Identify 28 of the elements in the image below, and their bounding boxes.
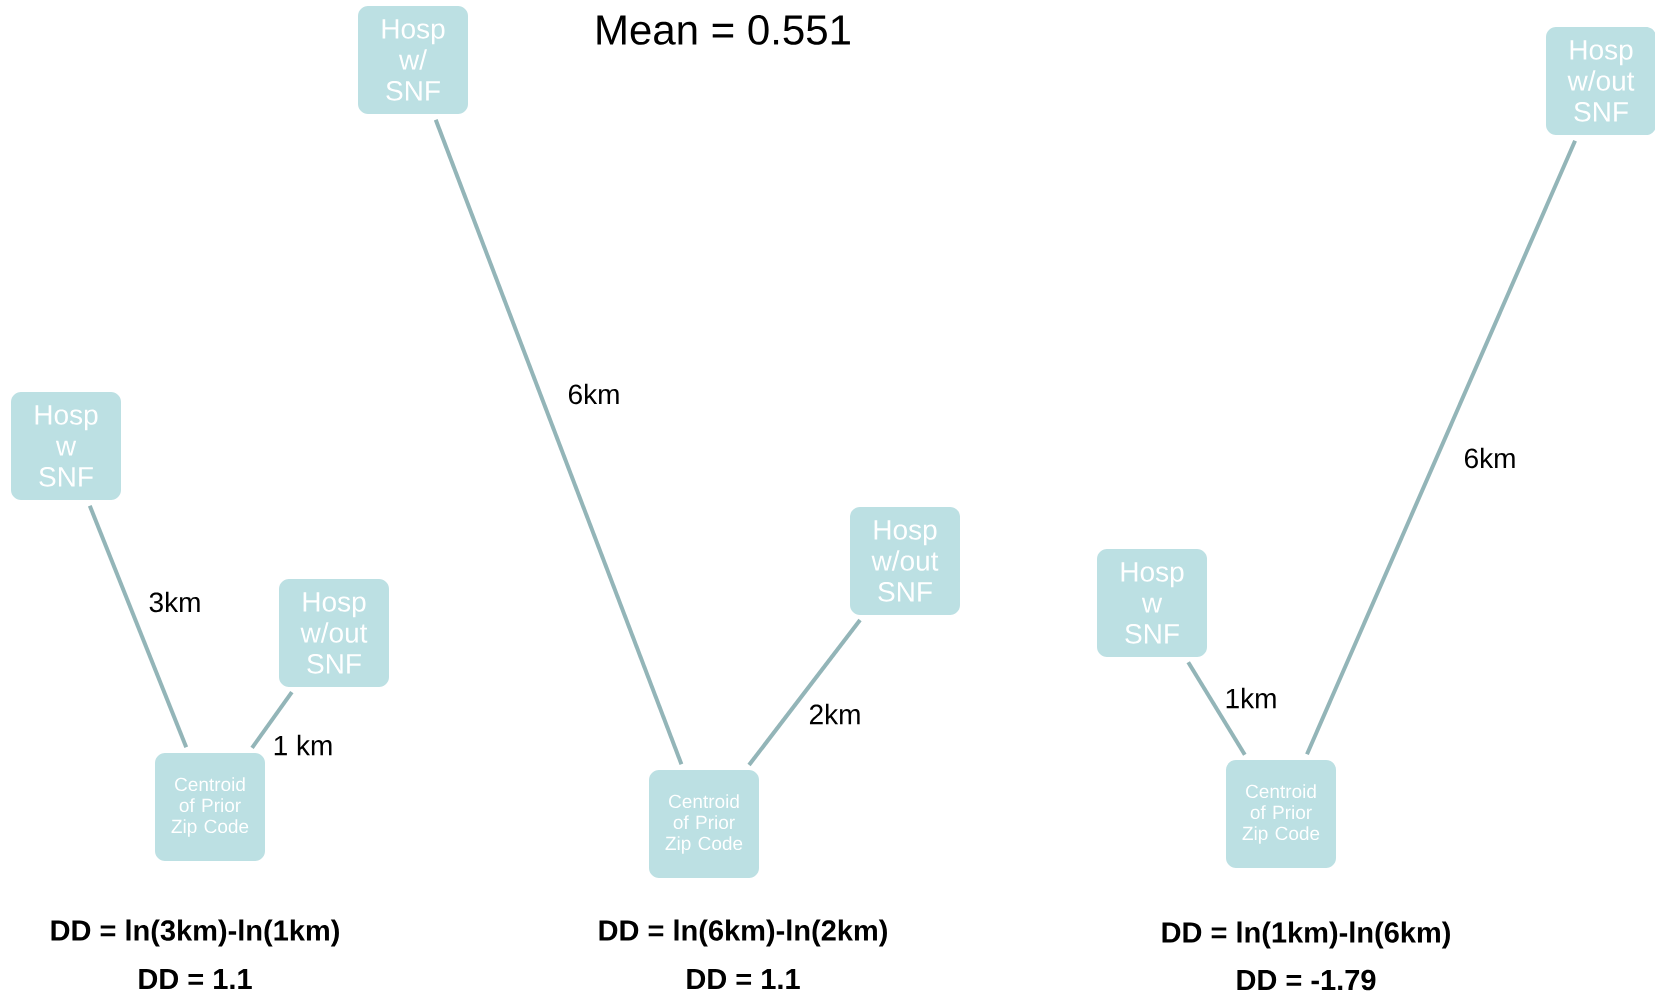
- distance-label: 3km: [147, 590, 203, 614]
- title: Mean = 0.551: [597, 15, 850, 45]
- hospital-box: Hosp w SNF: [1097, 549, 1207, 657]
- formula-text: DD = ln(3km)-ln(1km): [51, 919, 339, 947]
- formula-text: DD = -1.79: [1237, 969, 1376, 991]
- distance-label: 2km: [807, 702, 863, 726]
- centroid-box: Centroid of Prior Zip Code: [155, 753, 265, 861]
- formula-text: DD = 1.1: [687, 969, 800, 989]
- connector-line: [433, 119, 684, 765]
- connector-line: [250, 690, 294, 750]
- distance-label: 6km: [1462, 446, 1518, 470]
- hospital-box: Hosp w/out SNF: [279, 579, 389, 687]
- formula-text: DD = 1.1: [139, 969, 252, 989]
- distance-label: 6km: [566, 382, 622, 406]
- hospital-box: Hosp w/out SNF: [1546, 27, 1655, 135]
- distance-label: 1km: [1223, 686, 1279, 710]
- distance-label: 1 km: [271, 733, 335, 757]
- connector-line: [747, 618, 862, 767]
- centroid-box: Centroid of Prior Zip Code: [649, 770, 759, 878]
- connector-line: [87, 505, 189, 748]
- connector-line: [1305, 139, 1577, 756]
- centroid-box: Centroid of Prior Zip Code: [1226, 760, 1336, 868]
- connector-line: [1186, 661, 1247, 756]
- hospital-box: Hosp w/out SNF: [850, 507, 960, 615]
- hospital-box: Hosp w SNF: [11, 392, 121, 500]
- formula-text: DD = ln(1km)-ln(6km): [1162, 921, 1450, 949]
- hospital-box: Hosp w/ SNF: [358, 6, 468, 114]
- formula-text: DD = ln(6km)-ln(2km): [599, 919, 887, 947]
